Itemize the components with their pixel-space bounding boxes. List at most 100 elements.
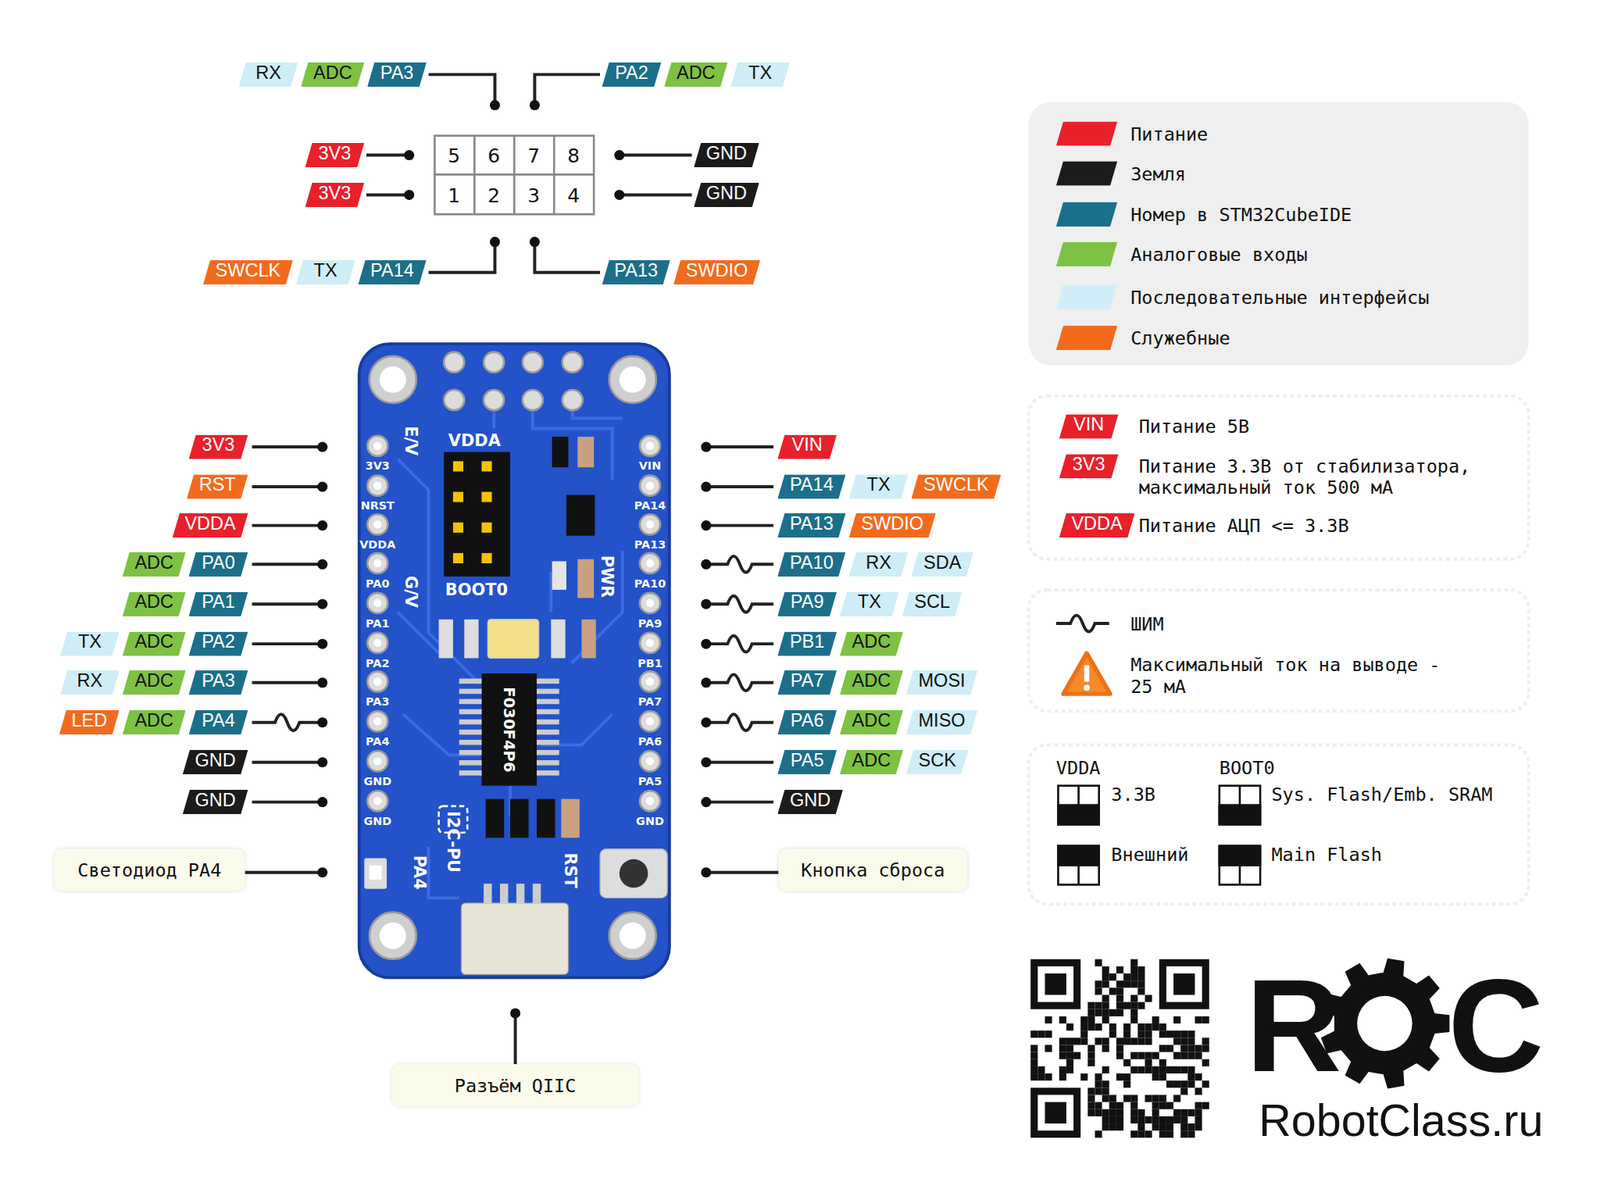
qr-code (1159, 1130, 1167, 1138)
qr-code (1102, 1066, 1110, 1074)
pcb-board (459, 719, 483, 725)
qr-code (1187, 1030, 1195, 1038)
qr-code (1194, 1116, 1202, 1124)
callout-text: Кнопка сброса (790, 859, 955, 881)
pin-tag: ADC (300, 62, 365, 87)
pinout-drawing (317, 757, 328, 768)
pin-tag: 3V3 (189, 434, 249, 459)
note-text: BOOT0 (1219, 756, 1275, 778)
legend-text: Номер в STM32CubeIDE (1130, 203, 1352, 225)
jumper-icon (1057, 785, 1099, 825)
pwm-symbol (1056, 615, 1110, 633)
pcb-board (459, 750, 483, 756)
pin-tag: PA10 (777, 552, 846, 577)
warning-icon (1084, 665, 1090, 683)
pinout-drawing (317, 520, 328, 531)
qr-code (1030, 1066, 1038, 1074)
pcb-board (453, 492, 464, 503)
qr-code (1094, 1087, 1102, 1095)
note-text: VDDA (1056, 756, 1101, 778)
qr-code (1130, 1109, 1138, 1117)
qr-code (1116, 1102, 1124, 1110)
qr-code (1159, 1123, 1167, 1131)
qr-code (1109, 1123, 1117, 1131)
pcb-board (646, 442, 654, 450)
qr-code (1166, 1130, 1174, 1138)
pin-label: ADC (134, 552, 174, 573)
smd-part (487, 619, 539, 659)
qr-code (1137, 1066, 1145, 1074)
qr-code (1194, 1123, 1202, 1131)
qr-code (1102, 994, 1110, 1002)
pin-dot (700, 867, 711, 878)
leader-line (428, 74, 600, 272)
callout-box: Кнопка сброса (778, 849, 968, 892)
pcb-board (459, 689, 483, 695)
pin-label: PA13 (614, 260, 658, 281)
pcb-board (367, 475, 388, 497)
qr-code (1166, 966, 1203, 1003)
qr-code (1123, 1080, 1131, 1088)
qr-code (1173, 1037, 1181, 1045)
pin-label: VDDA (1071, 513, 1122, 534)
pcb-board (536, 739, 560, 746)
pcb-board (646, 757, 654, 765)
qr-code (1109, 987, 1117, 995)
pin-silkscreen: NRST (360, 499, 395, 513)
pcb-board (536, 699, 560, 705)
pcb-board (609, 356, 657, 404)
pin-silkscreen: GND (635, 814, 665, 829)
label-text: RobotClass.ru (1258, 1094, 1543, 1146)
qr-code (1087, 1102, 1095, 1110)
pcb-board (453, 553, 464, 564)
pin-tag: SCK (906, 750, 969, 775)
qr-code (1030, 1059, 1038, 1067)
qr-code (1030, 959, 1210, 1139)
qr-code (1159, 1066, 1167, 1074)
label-text: 6 (487, 143, 500, 167)
pin-line (252, 642, 323, 646)
pin-tag: PA3 (367, 62, 427, 87)
pin-tag: SDA (910, 552, 974, 577)
qr-code (1102, 1080, 1110, 1088)
pin-line (252, 445, 323, 449)
pin-label: ADC (134, 631, 174, 652)
qr-code (1116, 1009, 1124, 1017)
qr-code (1137, 987, 1145, 995)
qr-code (1102, 966, 1110, 974)
pcb-board (646, 559, 654, 568)
qr-code (1166, 1102, 1174, 1110)
pcb-board (373, 677, 382, 686)
smd-part (500, 883, 508, 904)
qr-code (1066, 1037, 1074, 1045)
qr-code (1194, 1073, 1202, 1081)
qr-code (1066, 1052, 1074, 1060)
qr-code (1159, 1116, 1167, 1124)
qr-code (1130, 1002, 1138, 1010)
pinout-drawing (700, 796, 711, 808)
pin-line (706, 556, 774, 573)
qr-code (1159, 1073, 1167, 1081)
pin-tag: GND (182, 789, 249, 815)
qr-code (1044, 973, 1066, 995)
pcb-board (536, 760, 560, 766)
qr-code (1130, 966, 1138, 974)
qr-code (1102, 1109, 1110, 1117)
pcb-board (459, 770, 483, 776)
pcb-board (359, 343, 670, 978)
qr-code (1144, 1052, 1152, 1060)
legend-swatch (1056, 325, 1118, 350)
panel (1028, 102, 1529, 905)
pin-tag: ADC (122, 592, 186, 617)
qr-code (1080, 1030, 1088, 1038)
qr-code (1187, 1066, 1195, 1074)
pin-tag: GND (693, 142, 760, 168)
qr-code (1130, 1052, 1138, 1060)
pin-tag: RX (60, 670, 120, 695)
qr-code (1109, 1116, 1117, 1124)
pin-label: SCK (918, 750, 957, 771)
pin-line (252, 760, 323, 765)
qr-code (1094, 1023, 1102, 1031)
qr-code (1087, 1109, 1095, 1117)
pin-label: ADC (852, 750, 892, 771)
